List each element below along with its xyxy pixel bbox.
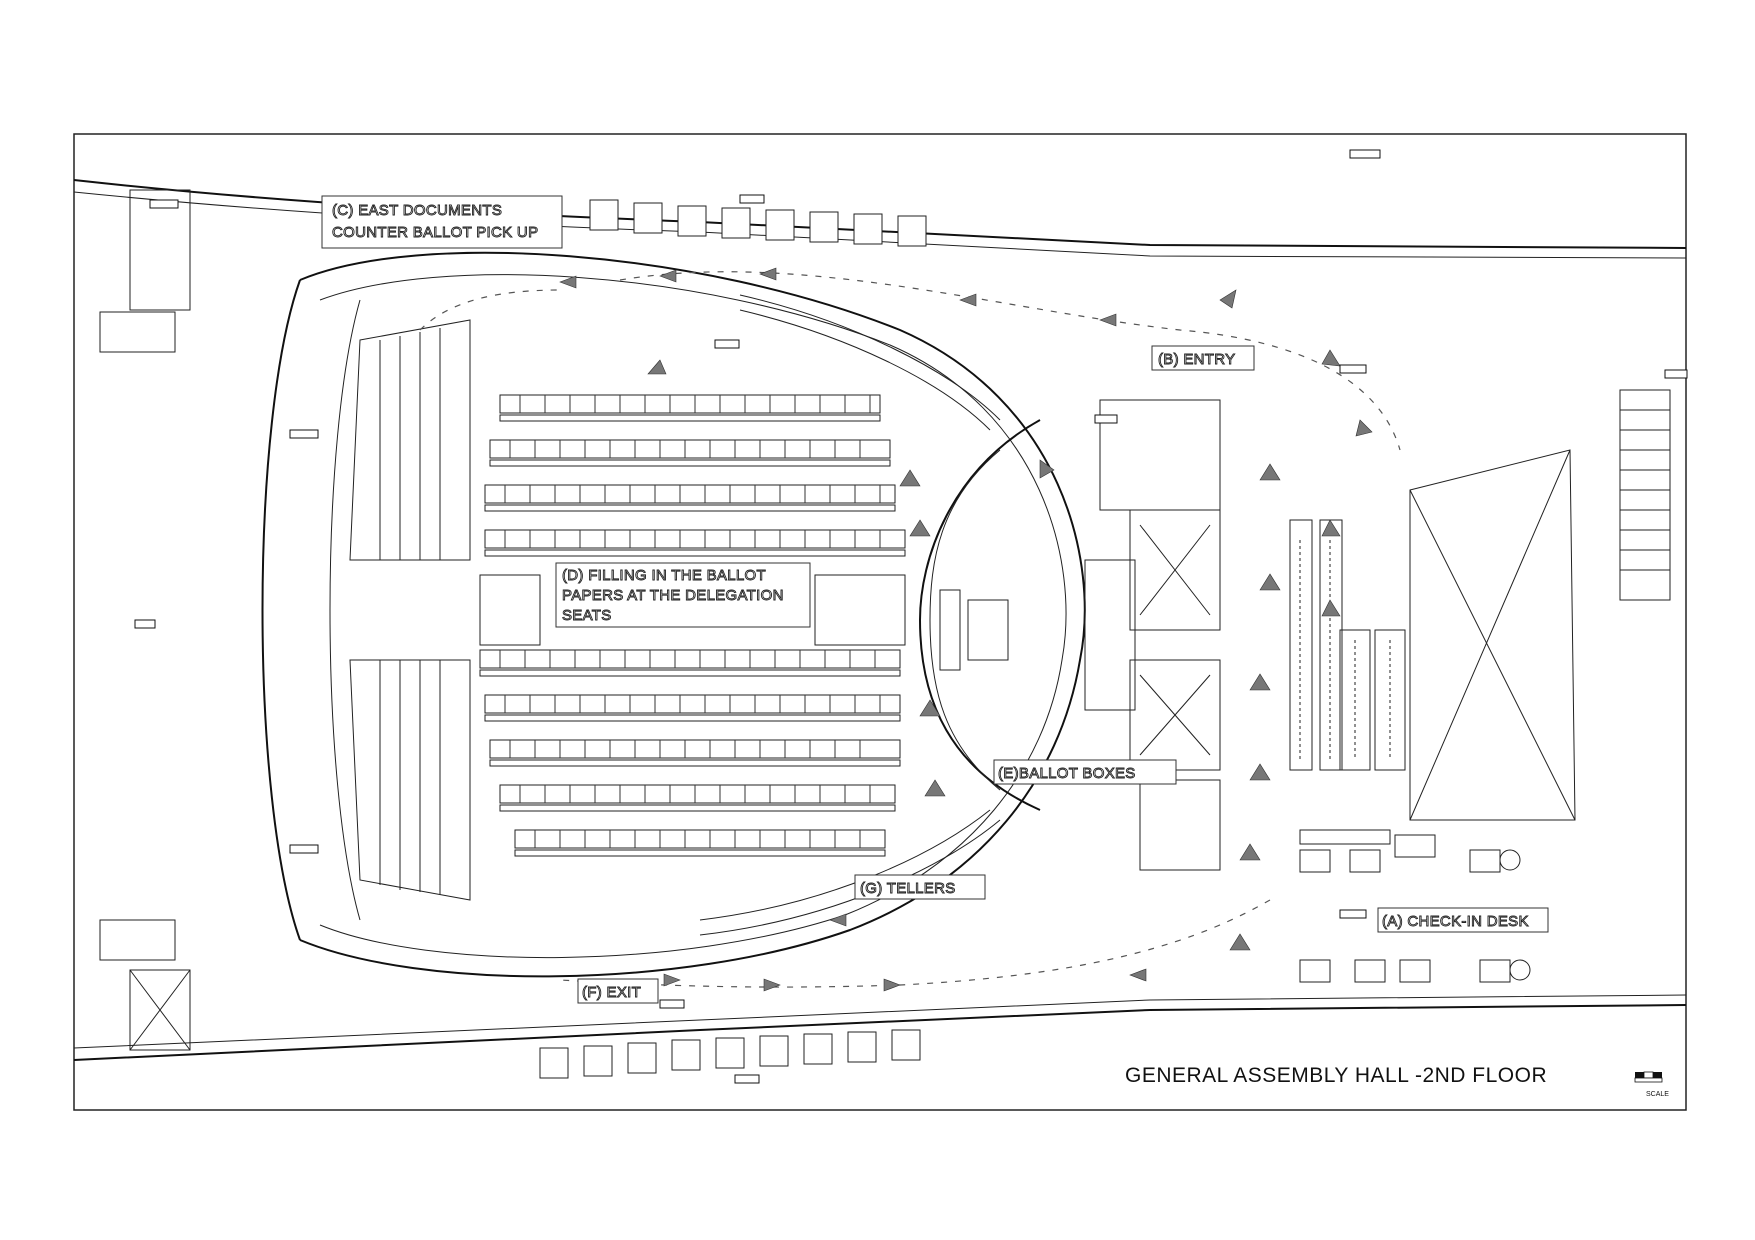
north-arc-seats bbox=[739, 294, 1001, 421]
south-arc-seats-2 bbox=[699, 809, 991, 921]
hall-inner-wall bbox=[319, 274, 1067, 959]
scale-bar: SCALE bbox=[1634, 1071, 1669, 1098]
label-c-line2: COUNTER BALLOT PICK UP bbox=[332, 224, 538, 241]
podium bbox=[967, 599, 1009, 661]
label-d-line2: PAPERS AT THE DELEGATION bbox=[562, 587, 784, 604]
south-wall bbox=[73, 1004, 1687, 1061]
label-e-text: (E)BALLOT BOXES bbox=[998, 765, 1136, 782]
podium-desk bbox=[939, 589, 961, 671]
label-d: (D) FILLING IN THE BALLOT PAPERS AT THE … bbox=[555, 562, 811, 628]
label-f: (F) EXIT bbox=[577, 978, 659, 1004]
atrium bbox=[1409, 449, 1576, 821]
delegation-seating bbox=[479, 394, 906, 857]
label-b-text: (B) ENTRY bbox=[1158, 351, 1235, 368]
room-tags bbox=[134, 149, 1688, 1084]
west-elevators bbox=[99, 189, 191, 1051]
label-g: (G) TELLERS bbox=[854, 874, 986, 900]
label-c: (C) EAST DOCUMENTS COUNTER BALLOT PICK U… bbox=[321, 195, 563, 249]
label-b: (B) ENTRY bbox=[1151, 345, 1255, 371]
north-windows bbox=[589, 199, 927, 247]
plan-border bbox=[73, 133, 1687, 1111]
hall-west-wall bbox=[261, 279, 301, 941]
east-rooms bbox=[1084, 399, 1221, 871]
label-e: (E)BALLOT BOXES bbox=[993, 759, 1177, 785]
east-stair bbox=[1619, 389, 1671, 601]
podium-arc-outer bbox=[918, 419, 1041, 811]
podium-arc-inner bbox=[929, 449, 1001, 791]
hall-outer-wall bbox=[299, 251, 1086, 978]
label-a-text: (A) CHECK-IN DESK bbox=[1382, 913, 1529, 930]
label-g-text: (G) TELLERS bbox=[860, 880, 956, 897]
label-a: (A) CHECK-IN DESK bbox=[1377, 907, 1549, 933]
scale-label: SCALE bbox=[1646, 1091, 1669, 1098]
label-c-line1: (C) EAST DOCUMENTS bbox=[332, 202, 502, 219]
label-d-line1: (D) FILLING IN THE BALLOT bbox=[562, 567, 766, 584]
hall-west-wall-inner bbox=[329, 299, 361, 921]
seat-ticks bbox=[499, 395, 881, 848]
label-f-text: (F) EXIT bbox=[582, 984, 641, 1001]
escalators bbox=[1289, 519, 1406, 771]
south-wall-inner bbox=[73, 994, 1687, 1049]
west-seating bbox=[349, 319, 471, 901]
label-d-line3: SEATS bbox=[562, 607, 612, 624]
drawing-title: GENERAL ASSEMBLY HALL -2ND FLOOR bbox=[1125, 1064, 1547, 1087]
check-in-furniture bbox=[1299, 829, 1531, 983]
atrium-cross bbox=[1409, 449, 1576, 821]
north-arc-seats-2 bbox=[739, 309, 991, 431]
south-windows bbox=[539, 1029, 921, 1079]
